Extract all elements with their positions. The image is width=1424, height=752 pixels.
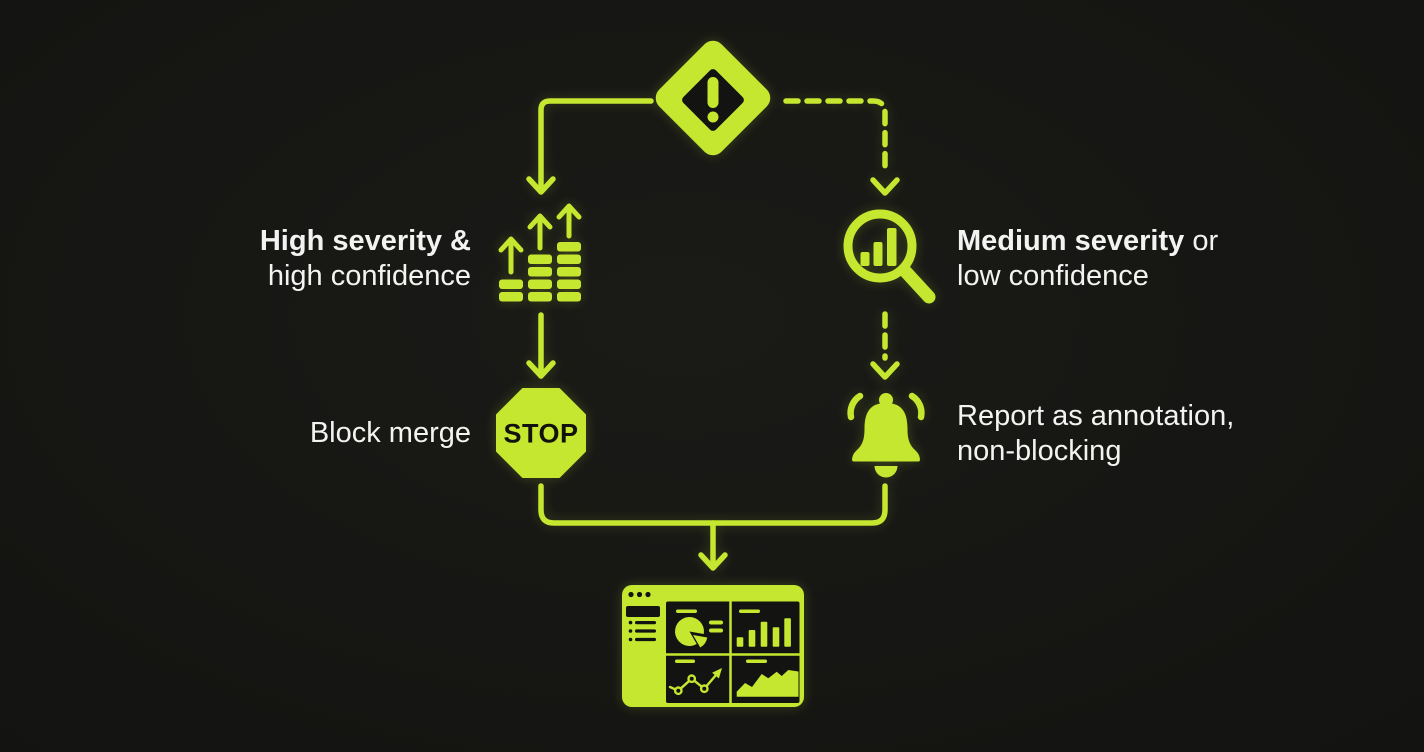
- connector-medium-to-bell: [870, 311, 900, 380]
- medium-condition-line1-bold: Medium severity: [957, 225, 1185, 257]
- medium-condition-line1-rest: or: [1184, 225, 1219, 257]
- alert-diamond-icon: [655, 40, 771, 156]
- dashboard-bar-chart: [736, 609, 791, 647]
- stop-sign-icon: STOP: [496, 388, 586, 478]
- stop-sign-text: STOP: [503, 419, 578, 449]
- dashboard-pie-chart: [675, 609, 723, 648]
- block-merge-label: Block merge: [309, 417, 471, 449]
- medium-condition-label: Medium severity or low confidence: [957, 224, 1218, 294]
- connector-root-to-medium: [783, 98, 900, 196]
- magnifier-chart-icon: [843, 209, 936, 304]
- report-annotation-label: Report as annotation, non-blocking: [957, 399, 1234, 469]
- bell-icon: [847, 392, 925, 478]
- dashboard-line-chart: [668, 659, 722, 696]
- connector-merge-to-dashboard: [538, 483, 888, 571]
- high-condition-label: High severity & high confidence: [260, 224, 471, 294]
- dashboard-icon: [622, 585, 804, 707]
- report-annotation-line1: Report as annotation,: [957, 400, 1235, 432]
- high-condition-line2: high confidence: [267, 260, 471, 292]
- window-dot: [645, 591, 651, 598]
- medium-condition-line2: low confidence: [957, 260, 1149, 292]
- connector-root-to-high: [526, 98, 654, 195]
- window-dot: [628, 591, 634, 598]
- high-condition-line1: High severity &: [259, 225, 471, 257]
- dashboard-sidebar: [626, 606, 660, 642]
- severity-bars-icon: [498, 203, 582, 302]
- window-dot: [636, 591, 643, 598]
- report-annotation-line2: non-blocking: [957, 435, 1122, 467]
- dashboard-area-chart: [736, 659, 799, 697]
- connector-high-to-stop: [526, 312, 556, 379]
